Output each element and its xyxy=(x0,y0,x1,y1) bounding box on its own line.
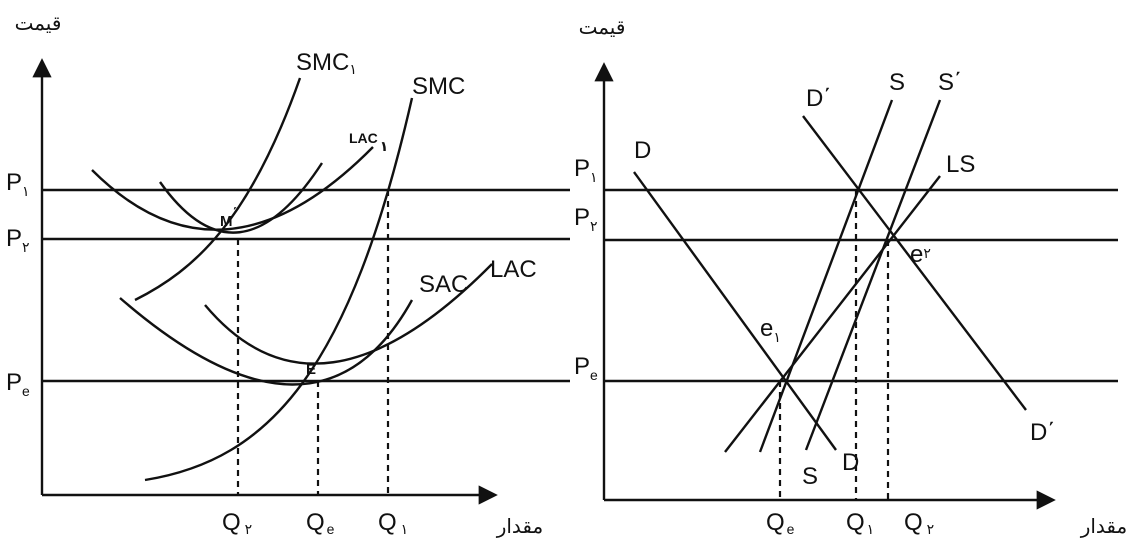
right-p1-label: P۱ xyxy=(574,155,598,185)
s-top-label: S xyxy=(889,69,905,96)
point-e1-label: e۱ xyxy=(760,315,781,345)
right-pe-label: Pe xyxy=(574,353,598,383)
sac1-curve xyxy=(159,162,324,234)
smc-curve xyxy=(144,97,414,482)
s-bottom-label: S xyxy=(802,463,818,490)
right-x-axis-title: مقدار xyxy=(1080,516,1128,538)
lac1-curve xyxy=(91,146,374,231)
smc-label: SMC xyxy=(412,73,465,100)
left-p2-label: P۲ xyxy=(6,225,30,255)
d-bottom-label: D xyxy=(842,449,859,476)
d-prime-top-label: D΄ xyxy=(806,85,831,112)
d-top-label: D xyxy=(634,137,651,164)
point-e2-label: e۲ xyxy=(910,241,931,268)
point-m-label: M΄ xyxy=(220,205,238,230)
long-run-supply-ls-line xyxy=(724,175,941,453)
left-p1-label: P۱ xyxy=(6,169,30,199)
left-pe-label: Pe xyxy=(6,369,30,399)
s-prime-label: S΄ xyxy=(938,69,962,96)
right-p2-label: P۲ xyxy=(574,204,598,234)
sac-curve xyxy=(119,297,414,386)
lac-label: LAC xyxy=(490,256,537,283)
demand-d-line xyxy=(633,171,837,451)
sac-label: SAC xyxy=(419,271,468,298)
left-y-axis-title: قیمت xyxy=(15,13,62,35)
supply-s-line xyxy=(758,99,894,453)
ls-label: LS xyxy=(946,151,975,178)
right-y-axis-title: قیمت xyxy=(579,17,626,39)
point-e-label: E xyxy=(306,361,316,378)
demand-d-prime-line xyxy=(802,115,1027,411)
left-x-axis-title: مقدار xyxy=(496,516,544,538)
d-prime-bottom-label: D΄ xyxy=(1030,419,1055,446)
supply-s-prime-line xyxy=(804,99,942,451)
smc1-label: SMC۱ xyxy=(296,49,357,77)
lac-curve xyxy=(204,263,493,365)
